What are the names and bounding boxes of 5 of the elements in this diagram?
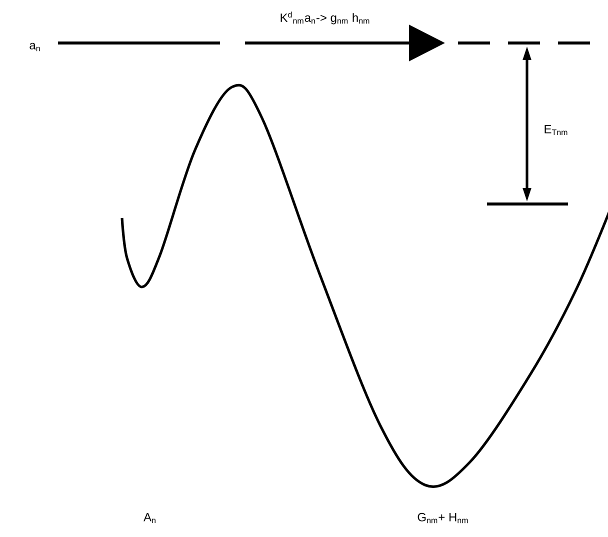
energy-label: E$_{Tnm}$ xyxy=(544,124,568,136)
level-label: a$_{n}$ xyxy=(30,42,40,52)
state-label: G$_{nm}$+ H$_{nm}$ xyxy=(418,512,468,524)
reaction-label: K$^{d}$$_{nm}$a$_{n}$-> g$_{nm}$ h$_{nm}$ xyxy=(280,12,370,24)
state-label: A$_{n}$ xyxy=(144,512,156,524)
